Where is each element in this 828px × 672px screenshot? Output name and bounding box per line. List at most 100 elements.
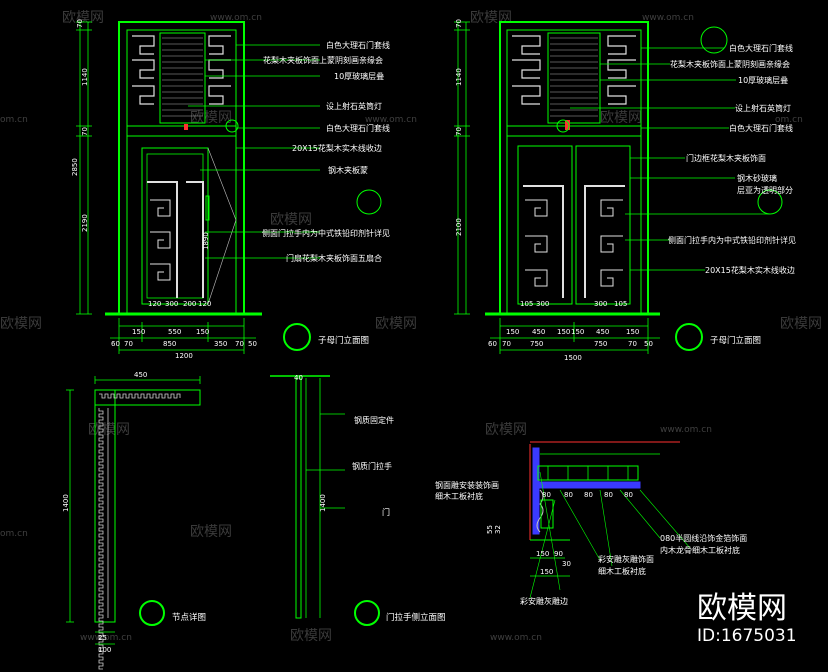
handle-elevation: [270, 375, 380, 626]
elev1-hdim-top-1: 150: [132, 328, 145, 336]
elev2-label-2: 花梨木夹板饰面上蒙阴刻画亲缘会: [670, 59, 790, 69]
watermark-brand: 欧模网: [600, 110, 642, 126]
brand-watermark-logo: 欧模网: [697, 591, 787, 626]
watermark-brand: 欧模网: [270, 212, 312, 228]
section-bottom-dim-1: 150: [536, 550, 549, 558]
node-bottom-dim-1: 25: [98, 634, 107, 642]
watermark-brand: 欧模网: [485, 422, 527, 438]
watermark-brand: 欧模网: [780, 316, 822, 332]
section-label-1: 钢面雕安装装饰画: [435, 480, 499, 490]
elev2-hdim-top-4: 150: [571, 328, 584, 336]
elev1-hdim-bot: 1200: [175, 352, 193, 360]
elev1-inner-3: 200: [183, 300, 196, 308]
elev2-inner-4: 105: [614, 300, 627, 308]
elev1-label-3: 10厚玻璃层叠: [334, 71, 384, 81]
elev1-vdim-3: 2850: [71, 158, 79, 176]
node-top-dim: 450: [134, 371, 147, 379]
elev2-label-1: 白色大理石门套线: [729, 43, 793, 53]
watermark-url: om.cn: [0, 115, 28, 125]
section-detail-labels: 钢面雕安装装饰画 细木工板衬底 080半圆线沿饰金箔饰面 内木龙骨细木工板衬底 …: [435, 480, 747, 606]
handle-label-2: 钢质门拉手: [352, 461, 392, 471]
elev2-inner-2: 300: [536, 300, 549, 308]
elev2-hdim-top-6: 150: [626, 328, 639, 336]
elev2-label-6: 门边框花梨木夹板饰面: [686, 153, 766, 163]
elev2-label-3: 10厚玻璃层叠: [738, 75, 788, 85]
elev1-vdim-1: 70: [76, 19, 84, 28]
section-detail: [529, 441, 691, 599]
elevation-1-labels: 白色大理石门套线 花梨木夹板饰面上蒙阴刻画亲缘会 10厚玻璃层叠 设上射石英筒灯…: [71, 19, 390, 360]
watermark-brand: 欧模网: [470, 10, 512, 26]
handle-label-3: 门: [382, 507, 390, 517]
section-bottom-dim-4: 150: [540, 568, 553, 576]
handle-title: 门拉手侧立面图: [386, 612, 446, 623]
watermark-url: om.cn: [0, 529, 28, 539]
elev2-hdim-mid-5: 70: [628, 340, 637, 348]
elev1-label-1: 白色大理石门套线: [326, 40, 390, 50]
elev1-hdim-mid-4: 350: [214, 340, 227, 348]
elev2-inner-3: 300: [594, 300, 607, 308]
elevation-1: [76, 21, 382, 354]
elev1-label-6: 20X15花梨木实木线收边: [292, 143, 382, 153]
handle-dim-1: 40: [294, 374, 303, 382]
section-dim-5: 80: [624, 491, 633, 499]
watermark-brand: 欧模网: [290, 628, 332, 644]
section-label-4: 内木龙骨细木工板衬底: [660, 545, 740, 555]
elev1-vdim-5: 2190: [81, 214, 89, 232]
section-side-dim-2: 32: [494, 525, 502, 534]
elev1-label-9: 门扇花梨木夹板饰面五扇合: [286, 253, 382, 263]
watermark-url: www.om.cn: [490, 633, 542, 643]
watermark-brand: 欧模网: [88, 422, 130, 438]
node-detail: [66, 376, 201, 670]
elev2-label-10: 20X15花梨木实木线收边: [705, 265, 795, 275]
node-bottom-dim-2: 100: [98, 646, 111, 654]
elev1-hdim-mid-1: 60: [111, 340, 120, 348]
section-dim-1: 80: [542, 491, 551, 499]
elev1-hdim-top-3: 150: [196, 328, 209, 336]
section-label-2: 细木工板衬底: [435, 491, 483, 501]
watermark-url: www.om.cn: [660, 425, 712, 435]
elev1-label-8: 侧面门拉手内为中式铁铅印剂针详见: [262, 228, 390, 238]
elev1-vdim-2: 1140: [81, 68, 89, 86]
elev2-hdim-top-2: 450: [532, 328, 545, 336]
elev2-inner-1: 105: [520, 300, 533, 308]
section-bottom-dim-3: 30: [562, 560, 571, 568]
elev2-hdim-mid-2: 70: [502, 340, 511, 348]
handle-dim-2: 1400: [319, 494, 327, 512]
section-label-7: 彩安雕灰雕边: [520, 596, 568, 606]
section-dim-2: 80: [564, 491, 573, 499]
elev1-label-7: 钢木夹板蒙: [328, 165, 368, 175]
elev2-vdim-1: 70: [455, 19, 463, 28]
elev2-hdim-mid-1: 60: [488, 340, 497, 348]
elev1-title: 子母门立面图: [318, 335, 369, 346]
elev1-label-2: 花梨木夹板饰面上蒙阴刻画亲缘会: [263, 55, 383, 65]
watermark-url: om.cn: [775, 115, 803, 125]
elev2-hdim-mid-4: 750: [594, 340, 607, 348]
elev1-vdim-4: 70: [81, 127, 89, 136]
elev2-hdim-bot: 1500: [564, 354, 582, 362]
elev1-inner-2: 300: [165, 300, 178, 308]
elev2-label-9: 侧面门拉手内为中式铁铅印剂针详见: [668, 235, 796, 245]
elev2-hdim-top-1: 150: [506, 328, 519, 336]
elev1-inner-1: 120: [148, 300, 161, 308]
elev2-vdim-2: 1140: [455, 68, 463, 86]
elev1-hdim-mid-5: 70: [235, 340, 244, 348]
section-label-6: 细木工板衬底: [598, 566, 646, 576]
section-side-dim-1: 55: [486, 525, 494, 534]
handle-label-1: 钢质固定件: [354, 415, 394, 425]
elev2-label-5: 白色大理石门套线: [729, 123, 793, 133]
watermark-url: www.om.cn: [642, 13, 694, 23]
elev2-hdim-top-5: 450: [596, 328, 609, 336]
elev2-hdim-mid-3: 750: [530, 340, 543, 348]
section-label-3: 080半圆线沿饰金箔饰面: [660, 533, 747, 543]
section-dim-3: 80: [584, 491, 593, 499]
watermark-url: www.om.cn: [210, 13, 262, 23]
watermark-layer: 欧模网 www.om.cn 欧模网 www.om.cn om.cn 欧模网 ww…: [0, 10, 822, 644]
watermark-url: www.om.cn: [80, 633, 132, 643]
elev1-hdim-mid-3: 850: [163, 340, 176, 348]
elevation-2-labels: 白色大理石门套线 花梨木夹板饰面上蒙阴刻画亲缘会 10厚玻璃层叠 设上射石英筒灯…: [455, 19, 796, 362]
watermark-brand: 欧模网: [375, 316, 417, 332]
node-detail-labels: 450 1400 25 100 节点详图: [62, 371, 206, 654]
watermark-brand: 欧模网: [62, 10, 104, 26]
handle-elevation-labels: 40 1400 钢质固定件 钢质门拉手 门 门拉手侧立面图: [294, 374, 446, 623]
